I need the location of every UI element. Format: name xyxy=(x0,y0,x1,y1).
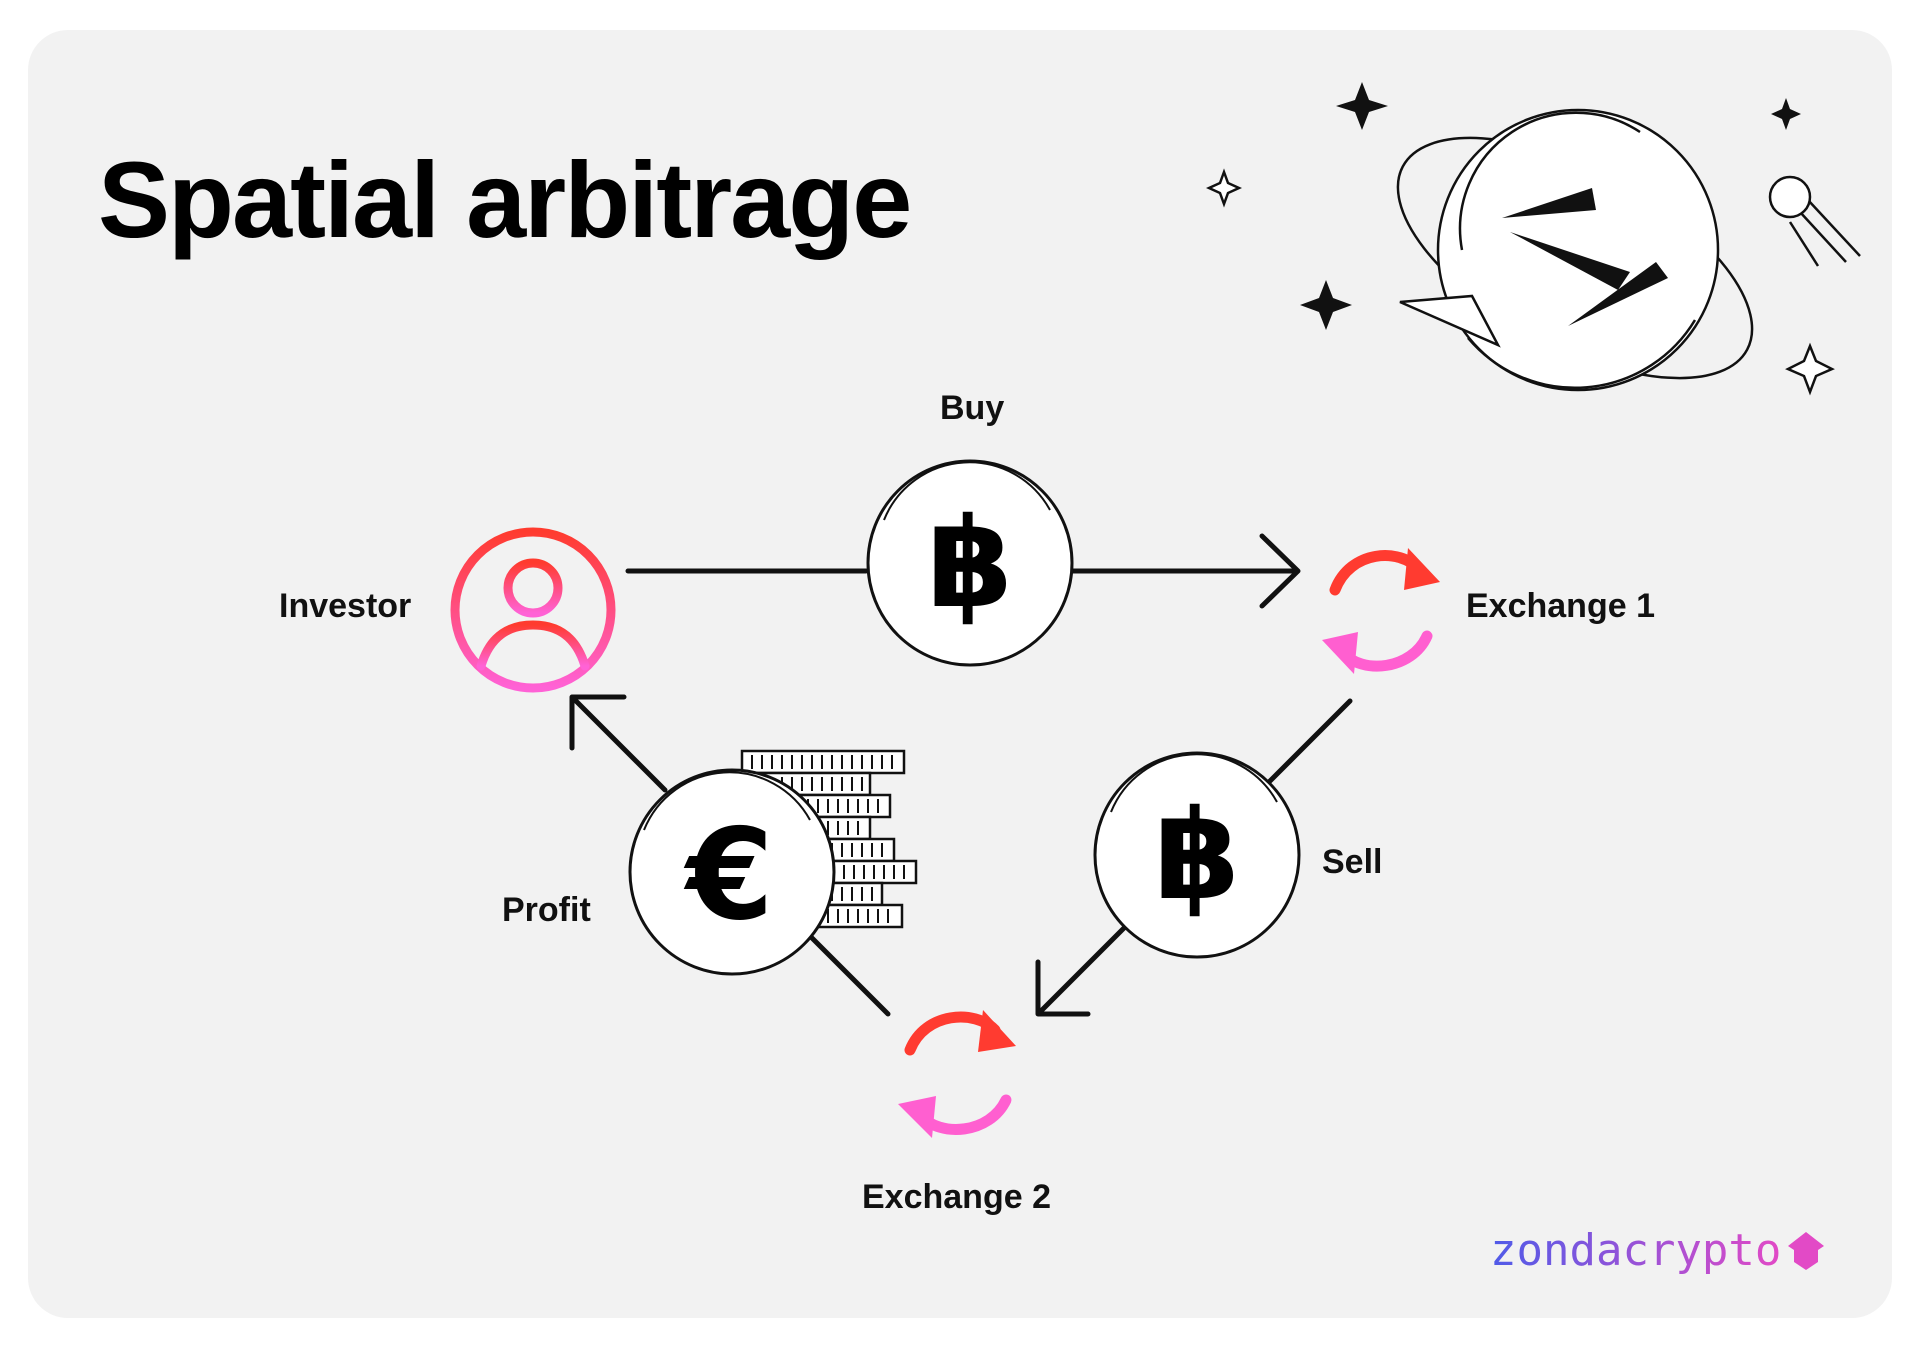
buy-label: Buy xyxy=(940,389,1004,427)
profit-label: Profit xyxy=(502,891,591,929)
investor-person-icon xyxy=(450,527,616,693)
exchange-cycle-icon xyxy=(898,1010,1016,1138)
bitcoin-coin-icon: ฿ xyxy=(1093,751,1301,959)
buy-bitcoin-symbol: ฿ xyxy=(927,492,1013,636)
exchange1-label: Exchange 1 xyxy=(1466,587,1655,625)
planet-exchange-icon xyxy=(1396,108,1754,392)
euro-coin-icon: € xyxy=(628,768,836,976)
exchange-cycle-icon xyxy=(1322,548,1440,674)
arrow-investor-to-exchange1 xyxy=(625,533,1301,609)
sparkle-icon xyxy=(1300,82,1801,330)
satellite-icon xyxy=(1768,175,1861,267)
sell-bitcoin-symbol: ฿ xyxy=(1154,784,1240,928)
investor-label: Investor xyxy=(279,587,411,625)
sparkle-icon xyxy=(1205,168,1835,396)
arrow-exchange2-to-investor xyxy=(569,694,891,1017)
exchange2-label: Exchange 2 xyxy=(862,1178,1051,1216)
brand-logo: zondacrypto xyxy=(1490,1225,1781,1276)
rocket-icon xyxy=(1788,1232,1824,1270)
bitcoin-coin-icon: ฿ xyxy=(866,459,1074,667)
sell-label: Sell xyxy=(1322,843,1382,881)
arrow-exchange1-to-exchange2 xyxy=(1035,698,1353,1017)
page-title: Spatial arbitrage xyxy=(98,139,910,260)
euro-symbol: € xyxy=(683,801,774,948)
